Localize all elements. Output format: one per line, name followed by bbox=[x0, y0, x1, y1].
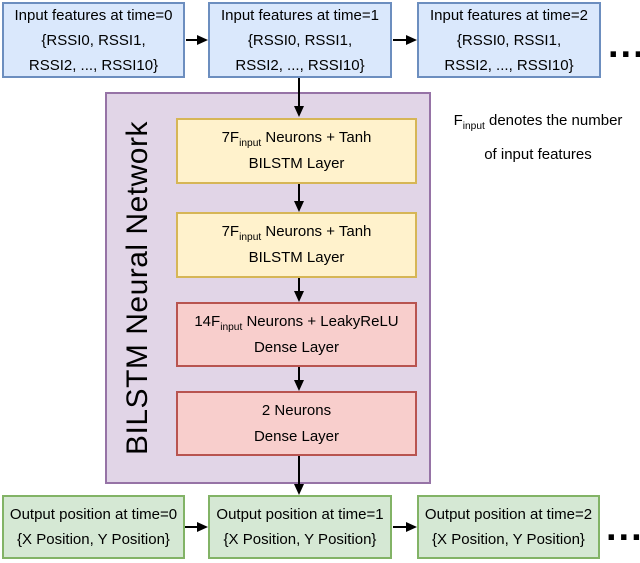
output-box-time1: Output position at time=1 {X Position, Y… bbox=[208, 495, 392, 559]
annotation-line2: of input features bbox=[484, 146, 592, 163]
dense-layer-1: 14Finput Neurons + LeakyReLU Dense Layer bbox=[176, 302, 417, 367]
arrowhead-icon bbox=[294, 484, 304, 495]
input-box-time1-label: Input features at time=1 {RSSI0, RSSI1, … bbox=[220, 6, 379, 74]
dense-layer-2: 2 Neurons Dense Layer bbox=[176, 391, 417, 456]
arrowhead-icon bbox=[197, 522, 208, 532]
bilstm-layer-1-line2: BILSTM Layer bbox=[248, 155, 345, 172]
arrowhead-icon bbox=[406, 35, 417, 45]
input-box-time2-label: Input features at time=2 {RSSI0, RSSI1, … bbox=[429, 6, 588, 74]
output-box-time1-label: Output position at time=1 {X Position, Y… bbox=[216, 506, 384, 548]
dense-layer-1-line1: 14Finput Neurons + LeakyReLU bbox=[194, 312, 399, 333]
bilstm-layer-1: 7Finput Neurons + Tanh BILSTM Layer bbox=[176, 118, 417, 184]
arrowhead-icon bbox=[294, 291, 304, 302]
ellipsis-top: ... bbox=[608, 24, 640, 66]
arrow-dense2-to-output bbox=[293, 456, 305, 495]
arrow-input-t1-to-t2 bbox=[393, 34, 417, 46]
dense-layer-1-line2: Dense Layer bbox=[253, 338, 340, 356]
arrow-bilstm1-to-bilstm2 bbox=[293, 184, 305, 212]
ellipsis-bottom: ... bbox=[606, 507, 640, 549]
annotation-note: Finput denotes the number of input featu… bbox=[438, 104, 638, 172]
input-box-time0: Input features at time=0 {RSSI0, RSSI1, … bbox=[2, 2, 185, 78]
arrowhead-icon bbox=[197, 35, 208, 45]
input-box-time1: Input features at time=1 {RSSI0, RSSI1, … bbox=[208, 2, 392, 78]
bilstm-layer-1-line1: 7Finput Neurons + Tanh bbox=[221, 129, 372, 149]
bilstm-layer-2: 7Finput Neurons + Tanh BILSTM Layer bbox=[176, 212, 417, 278]
output-box-time2-label: Output position at time=2 {X Position, Y… bbox=[424, 506, 593, 548]
arrow-bilstm2-to-dense1 bbox=[293, 278, 305, 302]
network-title: BILSTM Neural Network bbox=[121, 121, 154, 455]
bilstm-layer-2-line2: BILSTM Layer bbox=[248, 249, 345, 266]
arrow-dense1-to-dense2 bbox=[293, 367, 305, 391]
input-box-time0-label: Input features at time=0 {RSSI0, RSSI1, … bbox=[14, 6, 173, 74]
arrow-input-to-bilstm1 bbox=[293, 78, 305, 117]
input-box-time2: Input features at time=2 {RSSI0, RSSI1, … bbox=[417, 2, 601, 78]
bilstm-layer-2-line1: 7Finput Neurons + Tanh bbox=[221, 223, 372, 243]
output-box-time2: Output position at time=2 {X Position, Y… bbox=[417, 495, 600, 559]
arrowhead-icon bbox=[294, 201, 304, 212]
arrowhead-icon bbox=[406, 522, 417, 532]
arrowhead-icon bbox=[294, 380, 304, 391]
arrow-input-t0-to-t1 bbox=[186, 34, 208, 46]
arrowhead-icon bbox=[294, 106, 304, 117]
dense-layer-2-line2: Dense Layer bbox=[253, 427, 340, 445]
arrow-output-t0-to-t1 bbox=[185, 521, 208, 533]
annotation-line1: Finput denotes the number bbox=[453, 112, 623, 132]
output-box-time0: Output position at time=0 {X Position, Y… bbox=[2, 495, 185, 559]
dense-layer-2-line1: 2 Neurons bbox=[261, 401, 332, 419]
arrow-output-t1-to-t2 bbox=[393, 521, 417, 533]
output-box-time0-label: Output position at time=0 {X Position, Y… bbox=[9, 506, 178, 548]
